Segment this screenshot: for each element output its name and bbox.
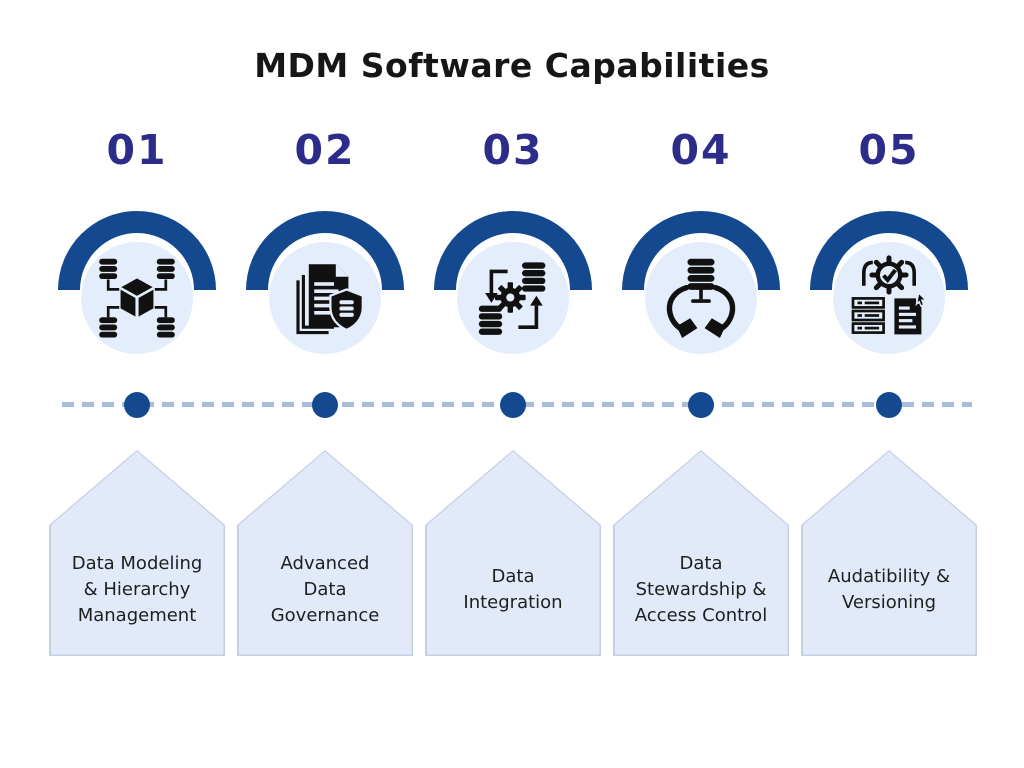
data-model-network-icon bbox=[58, 211, 216, 354]
timeline-dot bbox=[124, 392, 150, 418]
timeline-dot bbox=[688, 392, 714, 418]
timeline-dot bbox=[312, 392, 338, 418]
capability-label: Data Modeling & Hierarchy Management bbox=[71, 553, 203, 627]
medallion-circle bbox=[81, 242, 193, 354]
capability-column-5: 05 bbox=[795, 0, 983, 768]
capability-column-2: 02 bbox=[231, 0, 419, 768]
medallion-arc bbox=[810, 211, 968, 290]
icon-medallion bbox=[619, 210, 783, 356]
page-title: MDM Software Capabilities bbox=[254, 46, 770, 85]
data-custody-hands-icon bbox=[622, 211, 780, 354]
medallion-arc bbox=[246, 211, 404, 290]
medallion-arc bbox=[58, 211, 216, 290]
capability-label: Data Integration bbox=[463, 566, 563, 614]
step-number: 05 bbox=[858, 126, 920, 174]
capability-card: Data Modeling & Hierarchy Management bbox=[49, 450, 225, 656]
audit-versioning-icon bbox=[810, 211, 968, 354]
capability-label: Advanced Data Governance bbox=[270, 553, 380, 627]
capability-label: Data Stewardship & Access Control bbox=[634, 553, 768, 627]
governed-documents-icon bbox=[246, 211, 404, 354]
step-number: 01 bbox=[106, 126, 168, 174]
timeline-dot bbox=[876, 392, 902, 418]
capability-column-3: 03 bbox=[419, 0, 607, 768]
icon-medallion bbox=[55, 210, 219, 356]
medallion-arc bbox=[434, 211, 592, 290]
timeline-dot bbox=[500, 392, 526, 418]
data-sync-icon bbox=[434, 211, 592, 354]
icon-medallion bbox=[807, 210, 971, 356]
step-number: 02 bbox=[294, 126, 356, 174]
capability-card: Audatibility & Versioning bbox=[801, 450, 977, 656]
capability-card: Data Integration bbox=[425, 450, 601, 656]
step-number: 03 bbox=[482, 126, 544, 174]
medallion-arc bbox=[622, 211, 780, 290]
capability-label: Audatibility & Versioning bbox=[827, 566, 951, 614]
capability-column-1: 01 bbox=[43, 0, 231, 768]
step-number: 04 bbox=[670, 126, 732, 174]
capability-column-4: 04 bbox=[607, 0, 795, 768]
capability-card: Advanced Data Governance bbox=[237, 450, 413, 656]
icon-medallion bbox=[243, 210, 407, 356]
capability-card: Data Stewardship & Access Control bbox=[613, 450, 789, 656]
icon-medallion bbox=[431, 210, 595, 356]
